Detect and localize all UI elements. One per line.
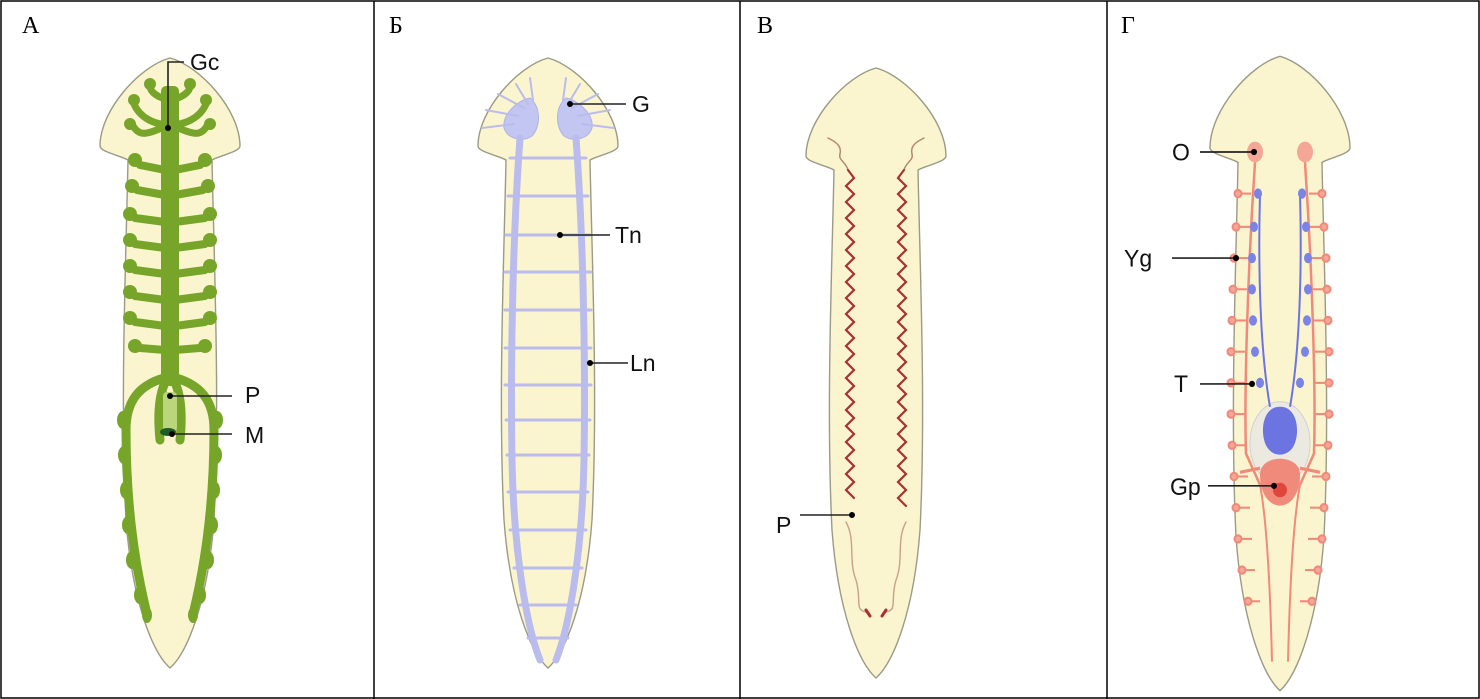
label-g-text: G [632, 91, 650, 117]
panel-c: В P [757, 13, 946, 678]
label-ln: Ln [587, 350, 656, 376]
label-tn-text: Tn [615, 222, 642, 248]
label-o-text: O [1172, 139, 1190, 166]
panel-d-letter: Г [1121, 13, 1135, 39]
label-yg-text: Yg [1124, 245, 1152, 272]
worm-body [806, 68, 946, 678]
label-t-text: T [1174, 371, 1188, 398]
panel-d: Г [1121, 13, 1350, 691]
panel-c-letter: В [757, 13, 773, 39]
label-p-c-text: P [776, 512, 791, 538]
label-gp-text: Gp [1170, 474, 1201, 501]
panel-b: Б [389, 13, 656, 668]
panel-a: А [22, 13, 264, 668]
label-p-a-text: P [245, 382, 260, 408]
label-m-text: M [245, 422, 264, 448]
label-ln-text: Ln [630, 350, 656, 376]
panel-b-letter: Б [389, 13, 403, 39]
label-yg: Yg [1124, 245, 1239, 272]
label-gc-text: Gc [190, 49, 219, 75]
panel-a-letter: А [22, 13, 40, 39]
